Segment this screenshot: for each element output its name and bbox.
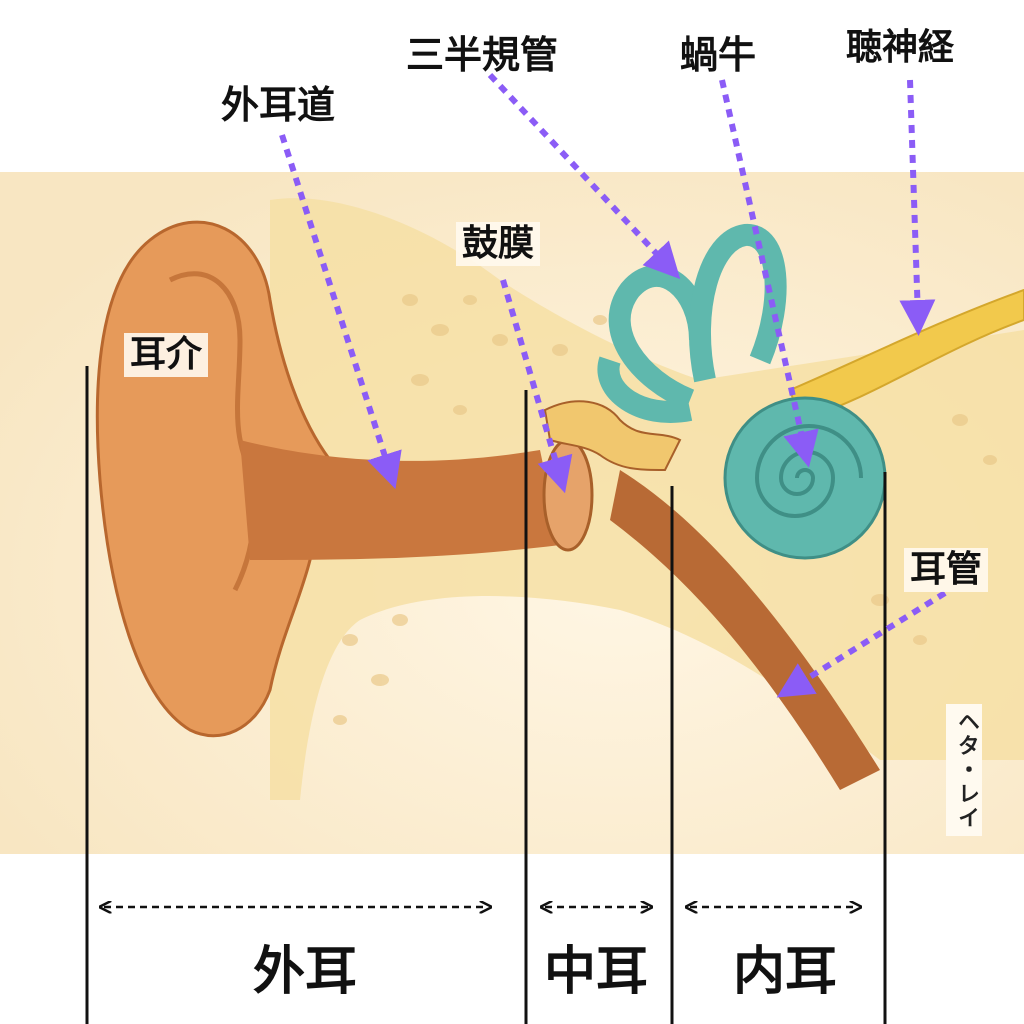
ear-canal-shape <box>240 440 560 560</box>
bone-texture <box>333 294 997 725</box>
region-inner-ear: 内耳 <box>733 942 838 1002</box>
artist-signature: ヘタ・レイ <box>946 704 982 836</box>
label-ear-canal: 外耳道 <box>221 83 336 127</box>
ossicles-shape <box>543 400 682 472</box>
arrow-eardrum <box>500 279 573 494</box>
label-auditory-nerve: 聴神経 <box>846 27 955 68</box>
region-dividers <box>85 366 887 1024</box>
auditory-nerve-shape <box>788 288 1024 422</box>
region-middle-ear: 中耳 <box>544 942 649 1002</box>
label-eustachian-tube: 耳管 <box>904 548 989 592</box>
arrow-auditory-nerve <box>899 79 936 336</box>
arrow-semicircular-canals <box>487 72 681 280</box>
arrow-cochlea <box>719 79 819 468</box>
label-cochlea: 蝸牛 <box>680 33 757 77</box>
eustachian-tube-shape <box>610 470 880 790</box>
arrow-eustachian-tube <box>776 590 947 698</box>
label-auricle: 耳介 <box>124 333 209 377</box>
region-outer-ear: 外耳 <box>253 942 358 1002</box>
pointer-arrows <box>279 72 947 698</box>
label-semicircular-canals: 三半規管 <box>406 33 559 77</box>
eardrum-shape <box>542 438 594 552</box>
cochlea-shape <box>723 396 887 560</box>
label-eardrum: 鼓膜 <box>456 222 541 266</box>
